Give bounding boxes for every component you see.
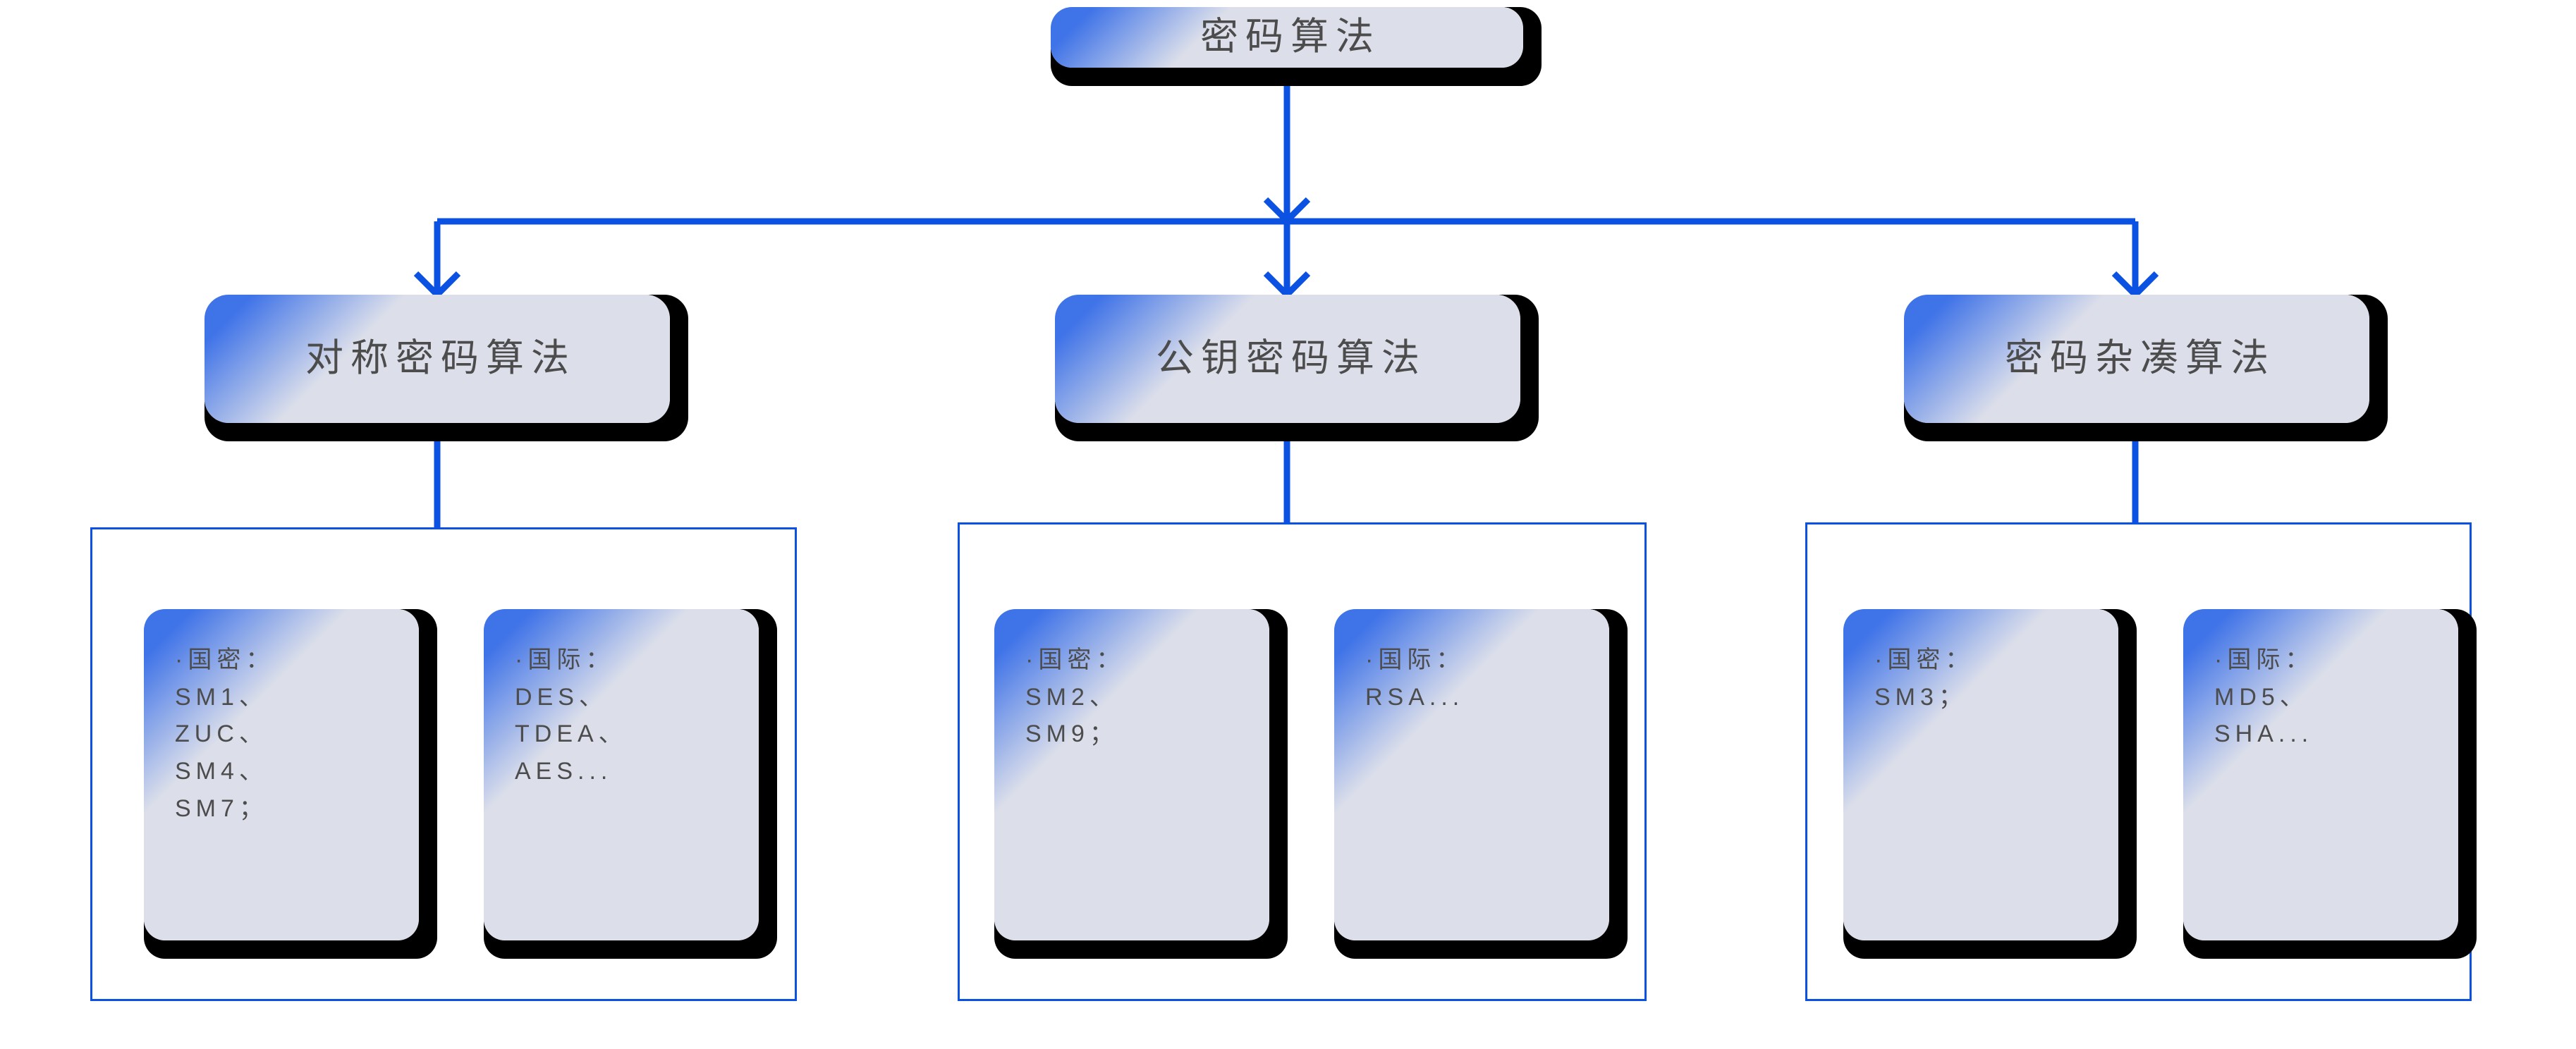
- leaf-card-symmetric-domestic[interactable]: ·国密： SM1、 ZUC、 SM4、 SM7；: [144, 609, 419, 940]
- group-box-public-key: [958, 522, 1647, 1001]
- leaf-card-symmetric-international[interactable]: ·国际： DES、 TDEA、 AES...: [484, 609, 759, 940]
- node-branch-public-key[interactable]: 公钥密码算法: [1055, 295, 1520, 423]
- group-box-hash: [1805, 522, 2472, 1001]
- leaf-card-public-key-international[interactable]: ·国际： RSA...: [1334, 609, 1609, 940]
- leaf-card-symmetric-domestic-text: ·国密： SM1、 ZUC、 SM4、 SM7；: [175, 646, 275, 822]
- node-branch-symmetric-label: 对称密码算法: [305, 337, 576, 380]
- leaf-card-hash-international-text: ·国际： MD5、 SHA...: [2214, 646, 2314, 748]
- arrowhead-branch-1: [413, 271, 461, 300]
- node-branch-public-key-label: 公钥密码算法: [1156, 337, 1427, 380]
- node-root-label: 密码算法: [1200, 16, 1381, 59]
- arrowhead-branch-3: [2111, 271, 2159, 300]
- arrowhead-branch-2: [1263, 271, 1311, 300]
- leaf-card-public-key-domestic[interactable]: ·国密： SM2、 SM9；: [994, 609, 1269, 940]
- leaf-card-hash-international[interactable]: ·国际： MD5、 SHA...: [2183, 609, 2458, 940]
- node-branch-symmetric[interactable]: 对称密码算法: [205, 295, 670, 423]
- leaf-card-hash-domestic-text: ·国密： SM3；: [1874, 646, 1974, 711]
- leaf-card-public-key-international-text: ·国际： RSA...: [1365, 646, 1465, 711]
- arrowhead-root: [1263, 197, 1311, 226]
- leaf-card-symmetric-international-text: ·国际： DES、 TDEA、 AES...: [515, 646, 628, 785]
- leaf-card-public-key-domestic-text: ·国密： SM2、 SM9；: [1025, 646, 1125, 748]
- leaf-card-hash-domestic[interactable]: ·国密： SM3；: [1843, 609, 2118, 940]
- node-branch-hash[interactable]: 密码杂凑算法: [1904, 295, 2369, 423]
- node-root[interactable]: 密码算法: [1051, 7, 1523, 68]
- node-branch-hash-label: 密码杂凑算法: [2005, 337, 2276, 380]
- group-box-symmetric: [90, 527, 797, 1001]
